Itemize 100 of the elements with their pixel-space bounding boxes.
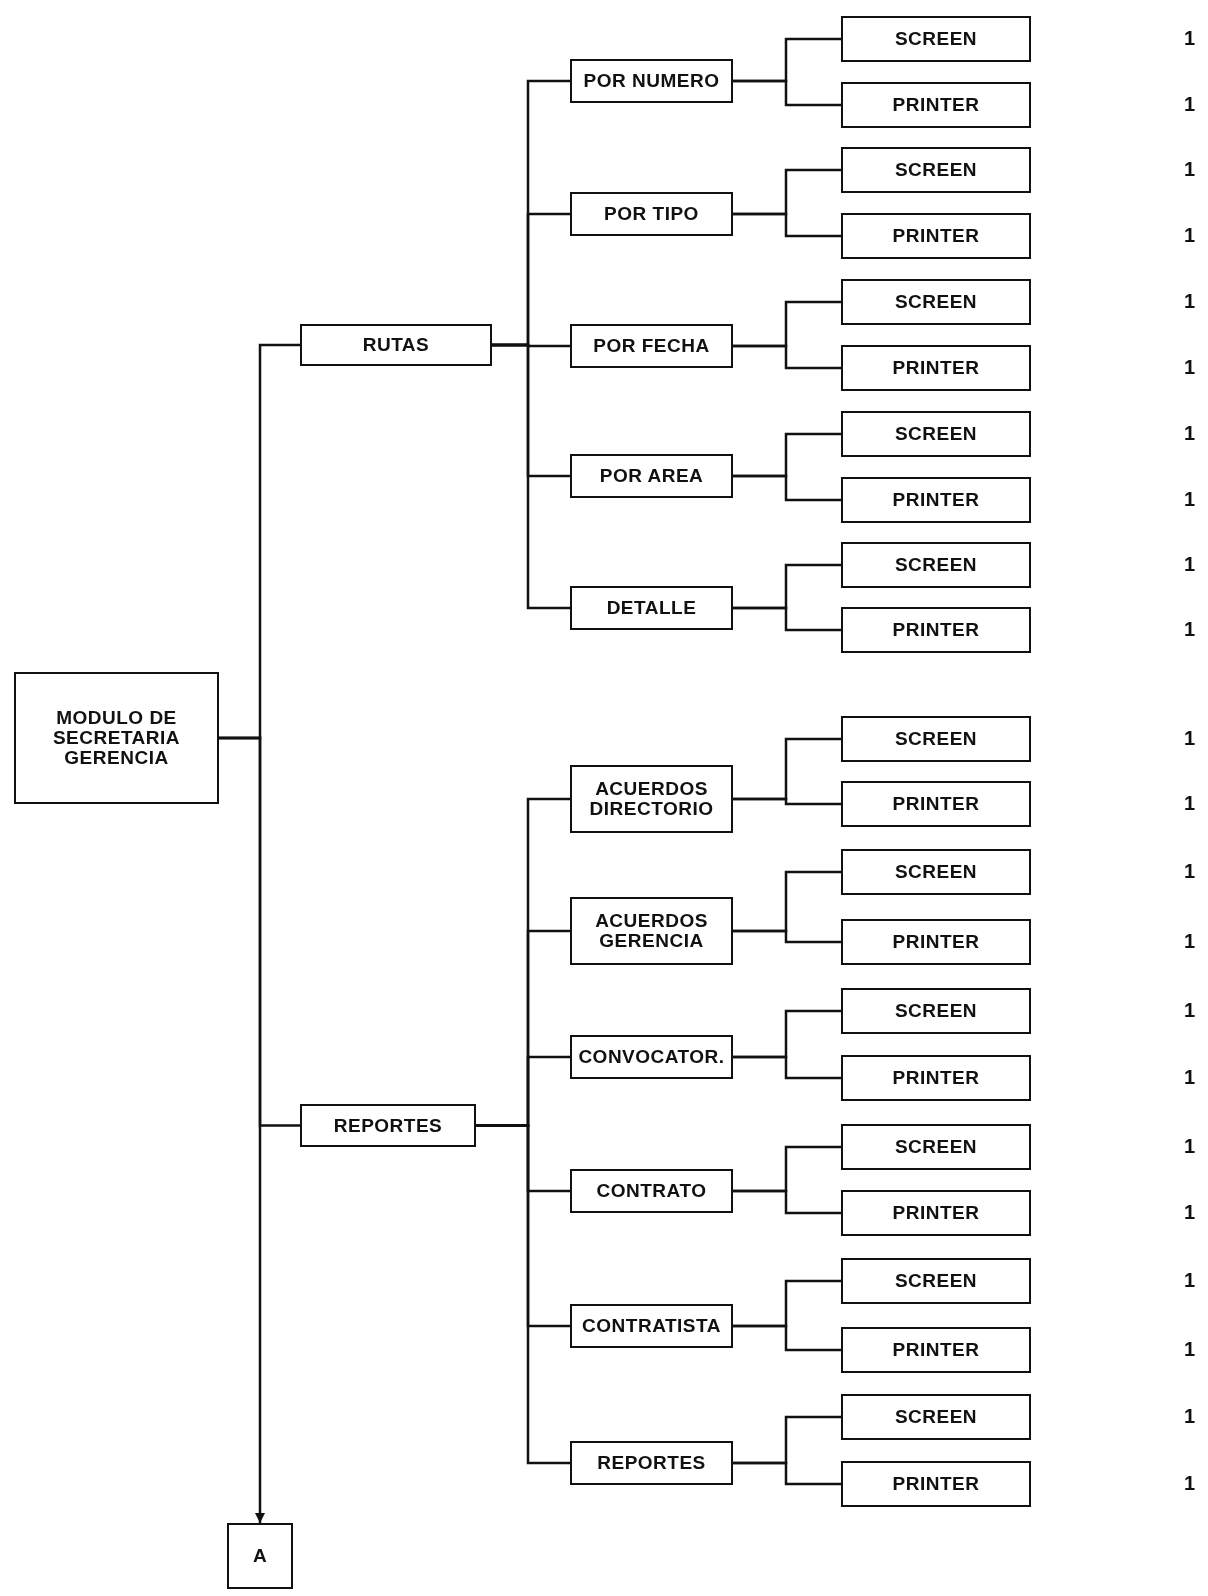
box-label: PRINTER [892, 358, 980, 378]
connector-line [733, 1055, 841, 1080]
process-box [841, 849, 1031, 895]
connector-line [733, 212, 841, 238]
process-box [841, 781, 1031, 827]
box-label: DETALLE [606, 598, 697, 618]
process-box [841, 919, 1031, 965]
mark-label: 1 [1184, 1338, 1196, 1361]
box-label: CONTRATISTA [582, 1316, 721, 1336]
box-label: CONTRATO [596, 1181, 707, 1201]
box-label: CONVOCATOR. [578, 1047, 725, 1067]
box-label: PRINTER [892, 1068, 980, 1088]
box-label: SCREEN [894, 862, 978, 882]
box-label: SCREEN [894, 729, 978, 749]
process-box [841, 1394, 1031, 1440]
box-label: SCREEN [894, 1271, 978, 1291]
process-box [841, 1461, 1031, 1507]
connector-line [733, 474, 841, 502]
mark-label: 1 [1184, 224, 1196, 247]
connector-line [733, 1189, 841, 1215]
process-box [841, 411, 1031, 457]
box-label: REPORTES [333, 1115, 443, 1136]
box-label: POR TIPO [604, 204, 699, 224]
mark-label: 1 [1184, 860, 1196, 883]
mark-label: 1 [1184, 1405, 1196, 1428]
process-box [841, 1124, 1031, 1170]
box-label: POR NUMERO [583, 71, 720, 91]
box-label: SCREEN [894, 292, 978, 312]
mark-label: 1 [1184, 618, 1196, 641]
box-label: PRINTER [892, 490, 980, 510]
mark-label: 1 [1184, 422, 1196, 445]
box-label: MODULO DE SECRETARIA GERENCIA [51, 708, 182, 768]
mark-label: 1 [1184, 553, 1196, 576]
mark-label: 1 [1184, 290, 1196, 313]
process-box [570, 897, 733, 965]
arrow [219, 736, 265, 1523]
box-label: POR AREA [599, 466, 704, 486]
process-box [841, 716, 1031, 762]
box-label: SCREEN [894, 424, 978, 444]
process-box [570, 1169, 733, 1213]
box-label: POR FECHA [593, 336, 710, 356]
mark-label: 1 [1184, 999, 1196, 1022]
mark-label: 1 [1184, 1135, 1196, 1158]
mark-label: 1 [1184, 93, 1196, 116]
mark-label: 1 [1184, 727, 1196, 750]
box-label: PRINTER [892, 1340, 980, 1360]
process-box [570, 454, 733, 498]
process-box [570, 324, 733, 368]
box-label: PRINTER [892, 932, 980, 952]
mark-label: 1 [1184, 1269, 1196, 1292]
box-label: PRINTER [892, 1203, 980, 1223]
box-label: SCREEN [894, 555, 978, 575]
mark-label: 1 [1184, 1066, 1196, 1089]
process-box [841, 1327, 1031, 1373]
connector-line [733, 929, 841, 944]
process-box [841, 345, 1031, 391]
mark-label: 1 [1184, 1472, 1196, 1495]
process-box [841, 279, 1031, 325]
box-label: PRINTER [892, 620, 980, 640]
process-box [841, 542, 1031, 588]
mark-label: 1 [1184, 1201, 1196, 1224]
box-label: PRINTER [892, 226, 980, 246]
process-box [570, 1035, 733, 1079]
box-label: PRINTER [892, 794, 980, 814]
process-box [841, 607, 1031, 653]
box-label: ACUERDOS GERENCIA [594, 911, 709, 951]
process-box [300, 324, 492, 366]
process-box [841, 82, 1031, 128]
process-box [841, 1190, 1031, 1236]
box-label: PRINTER [892, 1474, 980, 1494]
process-box [841, 1055, 1031, 1101]
box-label: SCREEN [894, 1407, 978, 1427]
connector-line [733, 1461, 841, 1486]
process-box [570, 1441, 733, 1485]
process-box [570, 59, 733, 103]
process-box [570, 1304, 733, 1348]
box-label: SCREEN [894, 160, 978, 180]
process-box [570, 192, 733, 236]
mark-label: 1 [1184, 356, 1196, 379]
box-label: PRINTER [892, 95, 980, 115]
mark-label: 1 [1184, 792, 1196, 815]
box-label: SCREEN [894, 1137, 978, 1157]
box-label: ACUERDOS DIRECTORIO [588, 779, 715, 819]
connector-line [733, 79, 841, 107]
process-box [570, 586, 733, 630]
process-box [300, 1104, 476, 1147]
process-box [841, 213, 1031, 259]
connector-line [492, 343, 570, 610]
process-box [14, 672, 219, 804]
box-label: REPORTES [597, 1453, 706, 1473]
connector-line [733, 606, 841, 632]
box-label: SCREEN [894, 29, 978, 49]
mark-label: 1 [1184, 930, 1196, 953]
process-box [841, 1258, 1031, 1304]
mark-label: 1 [1184, 27, 1196, 50]
process-box [841, 147, 1031, 193]
connector-line [733, 344, 841, 370]
mark-label: 1 [1184, 488, 1196, 511]
connector-line [733, 1324, 841, 1352]
box-label: A [252, 1546, 268, 1566]
